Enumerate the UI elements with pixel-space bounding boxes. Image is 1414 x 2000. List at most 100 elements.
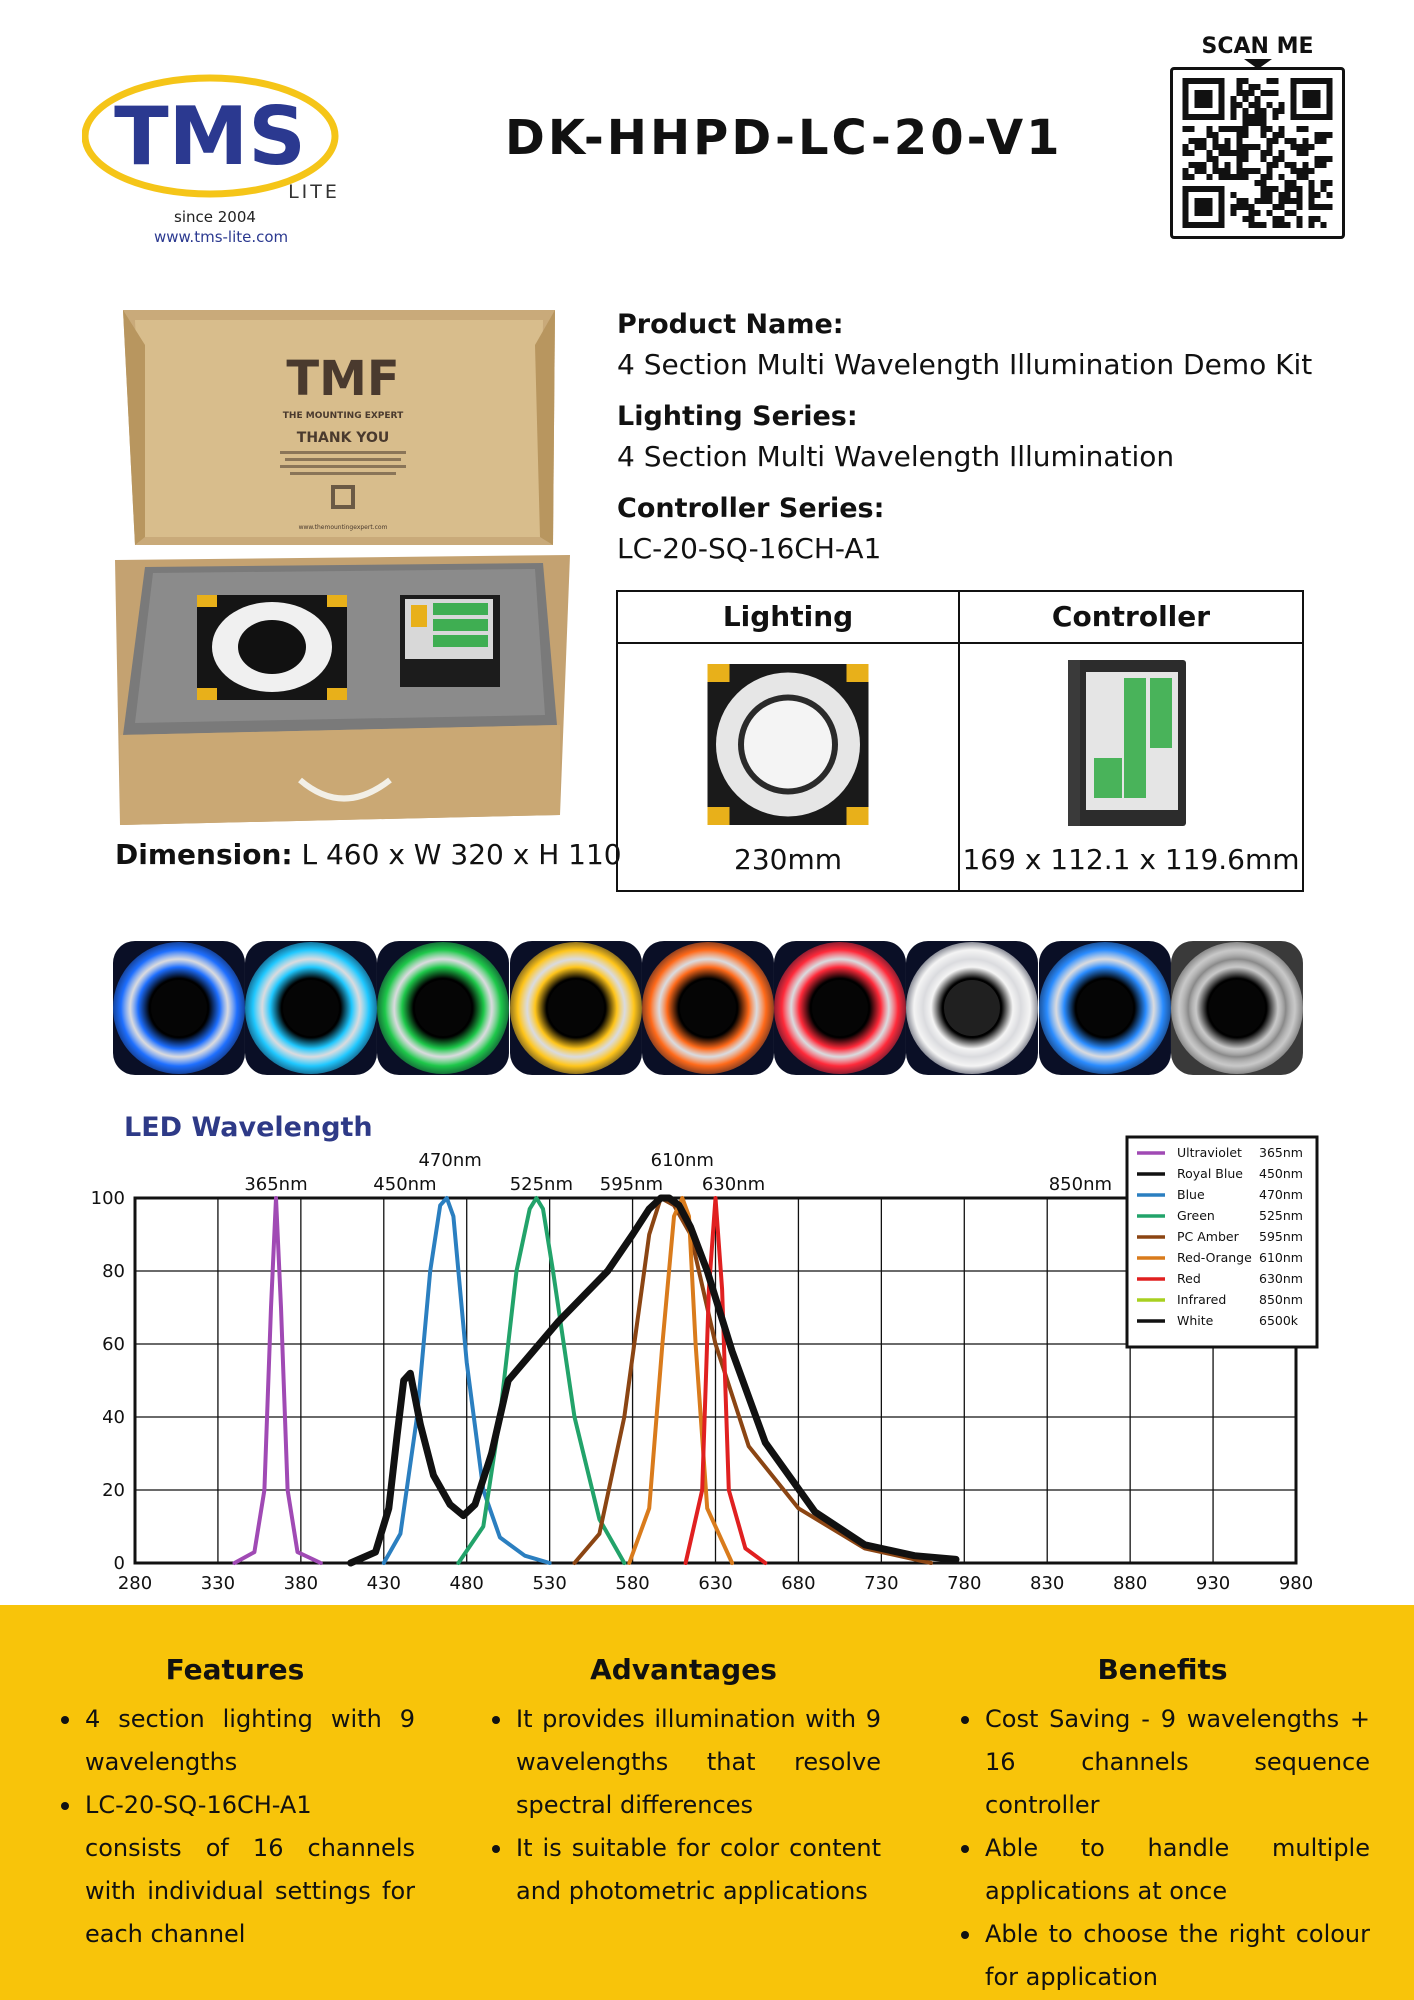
led-sample-image (774, 941, 907, 1075)
legend-name: Royal Blue (1177, 1166, 1243, 1181)
legend-value: 610nm (1259, 1250, 1303, 1265)
spec-cell-controller: 169 x 112.1 x 119.6mm (960, 644, 1302, 890)
chart-title: LED Wavelength (124, 1112, 373, 1143)
controller-image (1068, 660, 1186, 826)
benefits-heading: Benefits (1097, 1653, 1228, 1686)
legend-name: White (1177, 1313, 1214, 1328)
svg-text:TMS: TMS (114, 90, 306, 183)
led-sample-image (245, 941, 378, 1075)
legend-name: Blue (1177, 1187, 1205, 1202)
svg-text:LITE: LITE (288, 181, 340, 203)
svg-text:THE MOUNTING EXPERT: THE MOUNTING EXPERT (283, 411, 404, 421)
website-link[interactable]: www.tms-lite.com (154, 228, 289, 246)
x-tick-label: 380 (284, 1573, 318, 1594)
y-tick-label: 40 (102, 1407, 125, 1428)
footer-panel: Features 4 section lighting with 9 wavel… (0, 1605, 1414, 2000)
x-tick-label: 780 (947, 1573, 981, 1594)
features-column: Features 4 section lighting with 9 wavel… (55, 1653, 415, 1956)
x-tick-label: 430 (367, 1573, 401, 1594)
x-tick-label: 880 (1113, 1573, 1147, 1594)
led-sample-image (377, 941, 510, 1075)
x-tick-label: 630 (698, 1573, 732, 1594)
peak-label: 450nm (373, 1174, 436, 1195)
x-tick-label: 730 (864, 1573, 898, 1594)
tms-logo-graphic: TMS LITE (82, 74, 340, 203)
lighting-series-label: Lighting Series: (617, 401, 858, 432)
peak-label: 595nm (600, 1174, 663, 1195)
legend-value: 450nm (1259, 1166, 1303, 1181)
spec-header-controller: Controller (1051, 600, 1211, 633)
legend-name: Infrared (1177, 1292, 1226, 1307)
series-line-white (347, 1194, 960, 1567)
lighting-size: 230mm (734, 843, 842, 876)
led-sample-image (1170, 941, 1303, 1075)
y-tick-label: 20 (102, 1480, 125, 1501)
led-color-strip (113, 941, 1303, 1075)
led-sample-image (509, 941, 642, 1075)
series-line-red (683, 1196, 768, 1565)
product-name-value: 4 Section Multi Wavelength Illumination … (617, 348, 1313, 381)
led-sample-image (1038, 941, 1171, 1075)
legend-value: 850nm (1259, 1292, 1303, 1307)
svg-text:www.themountingexpert.com: www.themountingexpert.com (299, 524, 388, 531)
y-tick-label: 100 (91, 1188, 125, 1209)
dimension-label: Dimension: (115, 838, 293, 871)
x-tick-label: 930 (1196, 1573, 1230, 1594)
qr-code-icon[interactable] (1170, 67, 1345, 239)
y-tick-label: 60 (102, 1334, 125, 1355)
x-tick-label: 680 (781, 1573, 815, 1594)
legend-value: 6500k (1259, 1313, 1299, 1328)
legend-value: 525nm (1259, 1208, 1303, 1223)
dimension-text: Dimension: L 460 x W 320 x H 110 (115, 838, 622, 871)
x-tick-label: 330 (201, 1573, 235, 1594)
x-tick-label: 530 (532, 1573, 566, 1594)
dimension-value: L 460 x W 320 x H 110 (292, 838, 622, 871)
list-item: It provides illumination with 9 waveleng… (486, 1698, 881, 1827)
legend-value: 365nm (1259, 1145, 1303, 1160)
qr-caption: SCAN ME (1201, 34, 1314, 59)
led-sample-image (906, 941, 1039, 1075)
controller-series-value: LC-20-SQ-16CH-A1 (617, 532, 882, 565)
ring-light-image (707, 664, 869, 825)
product-name-label: Product Name: (617, 309, 844, 340)
series-line-blue (381, 1196, 552, 1565)
led-sample-image (113, 941, 245, 1075)
spec-table: Lighting Controller 230mm (616, 590, 1304, 892)
features-heading: Features (165, 1653, 305, 1686)
legend-name: Ultraviolet (1177, 1145, 1242, 1160)
lighting-series-value: 4 Section Multi Wavelength Illumination (617, 440, 1175, 473)
legend-name: PC Amber (1177, 1229, 1240, 1244)
series-line-pc-amber (572, 1196, 934, 1565)
list-item: It is suitable for color content and pho… (486, 1827, 881, 1913)
page-title: DK-HHPD-LC-20-V1 (505, 110, 1063, 166)
advantages-heading: Advantages (590, 1653, 777, 1686)
y-tick-label: 0 (114, 1553, 125, 1574)
series-line-green (456, 1196, 627, 1565)
list-item: Able to handle multiple applications at … (955, 1827, 1370, 1913)
peak-label: 850nm (1049, 1174, 1112, 1195)
svg-text:TMF: TMF (286, 351, 399, 407)
legend-name: Red (1177, 1271, 1201, 1286)
x-tick-label: 480 (450, 1573, 484, 1594)
qr-section: SCAN ME (1170, 34, 1345, 239)
controller-series-label: Controller Series: (617, 493, 885, 524)
peak-label: 365nm (244, 1174, 307, 1195)
list-item: Able to choose the right colour for appl… (955, 1913, 1370, 1999)
demo-kit-photo: TMF THE MOUNTING EXPERT THANK YOU www.th… (115, 305, 570, 830)
spec-cell-lighting: 230mm (618, 644, 960, 890)
list-item: LC-20-SQ-16CH-A1 consists of 16 channels… (55, 1784, 415, 1956)
advantages-column: Advantages It provides illumination with… (486, 1653, 881, 1913)
qr-arrow-icon (1243, 59, 1272, 69)
x-tick-label: 580 (615, 1573, 649, 1594)
benefits-column: Benefits Cost Saving - 9 wavelengths + 1… (955, 1653, 1370, 1999)
peak-label: 470nm (418, 1150, 481, 1171)
product-info: Product Name: 4 Section Multi Wavelength… (617, 295, 1337, 565)
legend-name: Red-Orange (1177, 1250, 1252, 1265)
peak-label: 610nm (651, 1150, 714, 1171)
x-tick-label: 980 (1279, 1573, 1313, 1594)
brand-logo: TMS LITE since 2004 www.tms-lite.com (82, 68, 362, 248)
legend-value: 630nm (1259, 1271, 1303, 1286)
